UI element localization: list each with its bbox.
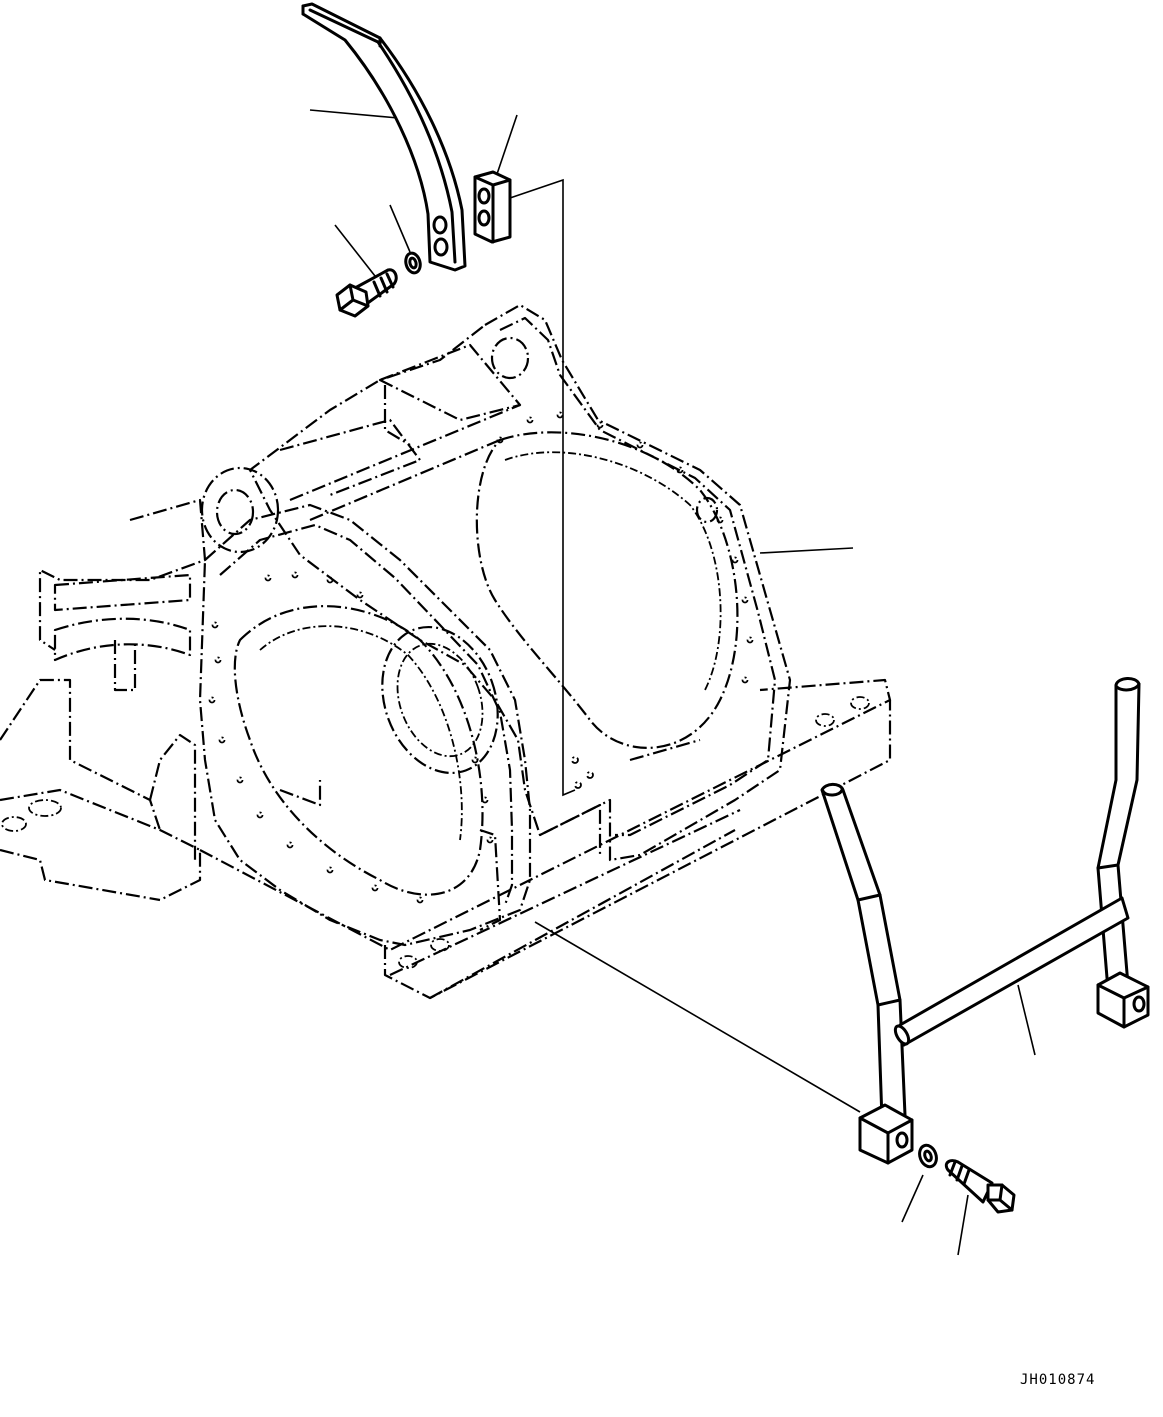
guard-plate	[301, 2, 467, 272]
spacer-block	[473, 170, 512, 244]
washer-bottom	[918, 1143, 938, 1169]
bolt-bottom	[944, 1159, 1016, 1214]
washer-top	[404, 251, 422, 275]
frame-assembly	[0, 303, 892, 1000]
bolt-top	[335, 268, 398, 318]
drawing-code: JH010874	[1020, 1372, 1096, 1388]
leader-lines	[309, 109, 1036, 1256]
plate-hole-icon	[432, 215, 448, 235]
guard-rail	[820, 677, 1150, 1165]
